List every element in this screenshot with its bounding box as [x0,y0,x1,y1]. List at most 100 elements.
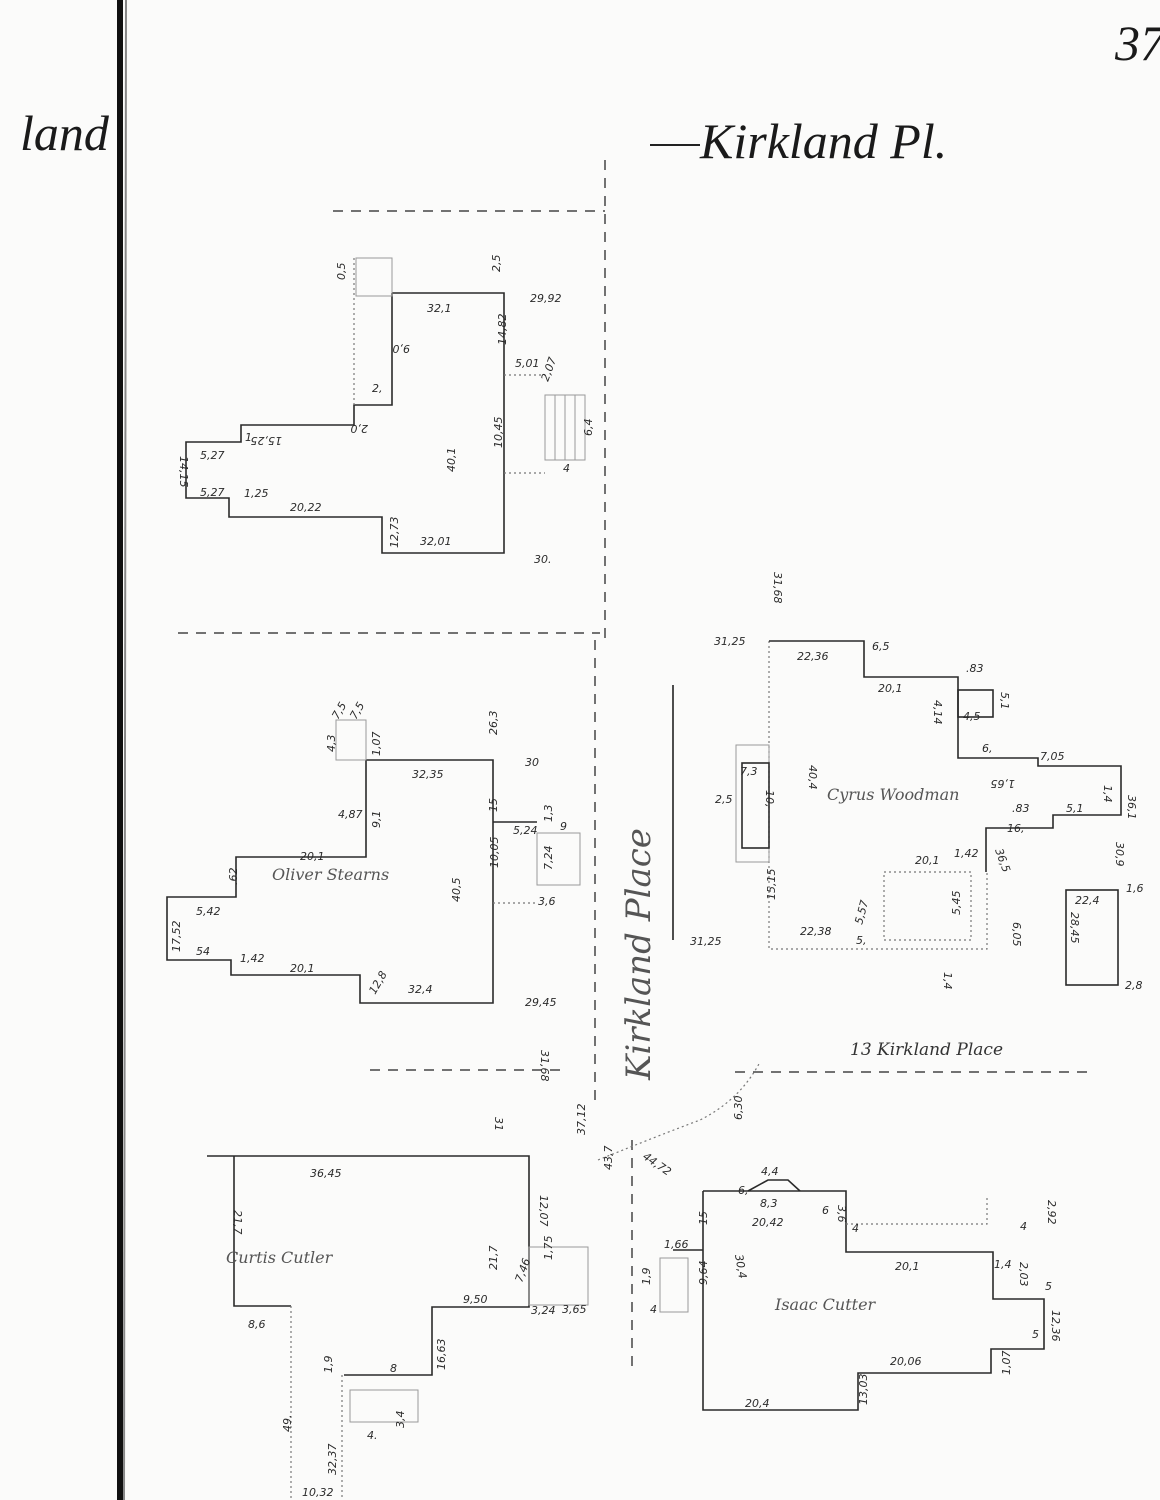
dimension-label: 1,66 [664,1238,689,1251]
dimension-label: .62 [227,868,240,886]
dimension-label: 2, [372,382,383,395]
dimension-label: 9,1 [370,811,383,829]
owner-label-isaac-cutter: Isaac Cutter [774,1295,877,1314]
dimension-label: 30. [534,553,552,566]
dimension-label: 32,37 [326,1444,339,1476]
dimension-label: 5,27 [200,449,225,462]
dimension-label: 29,45 [525,996,557,1009]
dimension-label: 2,03 [1017,1262,1030,1287]
dimension-label: 22,36 [797,650,829,663]
dimension-label: 16,63 [435,1339,448,1371]
owner-label-cyrus-woodman: Cyrus Woodman [827,785,959,804]
dimension-label: 4 [650,1303,657,1316]
dimension-label: 31,25 [690,935,722,948]
map-title: Kirkland Pl. [699,113,947,169]
dimension-label: 30 [525,756,539,769]
dimension-label: 5,27 [200,486,225,499]
page-number: 37 [1114,15,1160,71]
dimension-label: 12,36 [1049,1310,1062,1342]
dimension-label: 5,42 [196,905,221,918]
dimension-label: 21,7 [231,1210,244,1235]
dimension-label: 2,0 [351,422,369,435]
dimension-label: 12,07 [537,1195,550,1227]
dimension-label: 20,1 [878,682,903,695]
dimension-label: 4,4 [761,1165,779,1178]
dimension-label: 36,45 [310,1167,342,1180]
dimension-label: 1 [245,431,252,444]
owner-label-oliver-stearns: Oliver Stearns [272,865,389,884]
dimension-label: 2,5 [490,255,503,273]
dimension-label: 54 [196,945,210,958]
dimension-label: 8,3 [760,1197,778,1210]
dimension-label: 20,1 [290,962,315,975]
dimension-label: 1,25 [244,487,269,500]
dimension-label: 7,5 [329,700,349,722]
dimension-label: 1,4 [1101,785,1114,803]
dimension-label: 6 [822,1204,829,1217]
dimension-label: 10, [763,790,776,808]
dimension-label: 32,1 [427,302,452,315]
dimension-label: 0,5 [335,263,348,281]
dimension-label: .83 [966,662,984,675]
dimension-label: 4,14 [931,700,944,725]
dimension-label: 9,50 [463,1293,488,1306]
dimension-label: 20,22 [290,501,322,514]
dimension-label: 4,87 [338,808,363,821]
dimension-label: 4,3 [325,735,338,753]
dimension-label: 20,06 [890,1355,922,1368]
dimension-label: 5,57 [852,899,871,926]
dimension-label: 16, [1007,822,1025,835]
dimension-label: 5,1 [1066,802,1084,815]
dimension-label: .83 [1012,802,1030,815]
dimension-label: 2,92 [1045,1200,1058,1225]
dimension-label: 6,4 [582,419,595,437]
dimension-label: 13,03 [857,1374,870,1406]
dimension-label: 7,24 [542,846,555,871]
dimension-label: 22,4 [1075,894,1100,907]
dimension-label: 1,6 [1126,882,1144,895]
dimension-label: 4 [563,462,570,475]
left-page-fragment: land [20,105,110,161]
dimension-label: 6,5 [872,640,890,653]
dimension-label: 3,6 [835,1205,848,1223]
dimension-label: 14,82 [496,314,509,346]
street-label: Kirkland Place [619,828,659,1081]
dimension-label: 1,42 [240,952,265,965]
dimension-label: 7,05 [1040,750,1065,763]
dimension-label: 37,12 [575,1104,588,1136]
dimension-label: 5,24 [513,824,538,837]
dimension-label: 1,4 [994,1258,1012,1271]
dimension-label: 20,42 [752,1216,784,1229]
dimension-label: 32,35 [412,768,444,781]
dimension-label: 15,15 [765,869,778,901]
dimension-label: 7,3 [740,765,758,778]
dimension-label: 10,32 [302,1486,334,1499]
dimension-label: 20,1 [300,850,325,863]
dimension-label: 2,8 [1125,979,1143,992]
dimension-label: 17,52 [170,921,183,953]
dimension-label: 20,4 [745,1397,770,1410]
building-outline-2 [166,719,581,1004]
dimension-label: 15 [697,1211,710,1225]
dimension-label: 3,4 [394,1411,407,1429]
dimension-label: 43,7 [602,1146,615,1171]
dimension-label: 49. [281,1415,294,1433]
dimension-label: 9,64 [697,1261,710,1286]
dimension-label: 7,46 [513,1257,534,1284]
binding-shadow [123,0,127,1500]
dimension-label: 20,1 [915,854,940,867]
dimension-label: 6,30 [732,1096,745,1121]
dimension-label: 30,4 [732,1253,749,1279]
dimension-label: 3,6 [538,895,556,908]
dimension-label: 20,1 [895,1260,920,1273]
dimension-label: 3,24 [531,1304,556,1317]
dimension-label: 30,9 [1113,842,1126,867]
dimension-label: 5,01 [515,357,540,370]
dimension-label: 32,01 [420,535,452,548]
dimension-label: 4,5 [963,710,981,723]
dimension-label: 4 [1020,1220,1027,1233]
dimension-label: 10,05 [488,837,501,869]
dimension-label: 4 [852,1222,859,1235]
